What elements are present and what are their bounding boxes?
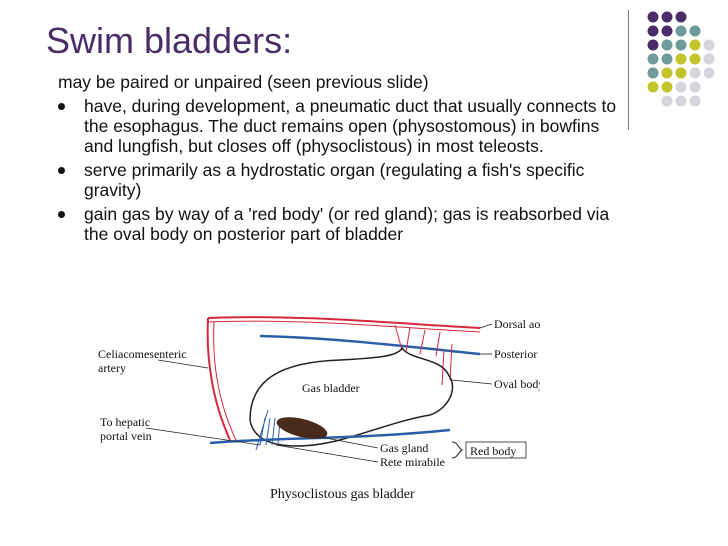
bullet-list: have, during development, a pneumatic du… [58,96,628,244]
celiaco-artery-vessel [206,317,231,441]
dot [647,25,659,37]
dot [689,39,701,51]
posterior-cardinal-label: Posterior cardinal vien [494,347,540,361]
oval-body-label: Oval body [494,377,540,391]
dot [647,11,659,23]
dot [689,95,701,107]
dot [661,67,673,79]
leader-line [275,444,379,463]
hepatic-label-line1: To hepatic [100,415,150,429]
dot [675,95,687,107]
dorsal-aorta-vessel [207,316,481,329]
leader-line [451,379,493,385]
dot [675,81,687,93]
leader-line [157,359,209,369]
lead-text: may be paired or unpaired (seen previous… [58,72,429,92]
bullet-text: have, during development, a pneumatic du… [84,96,617,156]
dot [689,81,701,93]
leader-line [479,323,493,329]
dot [661,11,673,23]
dot [647,39,659,51]
leader-line [145,427,261,446]
rete-mirabile-vessels [255,409,281,451]
celiaco-label-line2: artery [98,361,126,375]
bullet-text: serve primarily as a hydrostatic organ (… [84,160,585,200]
dot [703,53,715,65]
list-item: gain gas by way of a 'red body' (or red … [58,204,628,244]
list-item: have, during development, a pneumatic du… [58,96,628,156]
dot [703,67,715,79]
bullet-text: gain gas by way of a 'red body' (or red … [84,204,610,244]
dot [661,81,673,93]
dot [647,81,659,93]
dot [675,39,687,51]
dorsal-aorta-vessel-inner [207,320,481,333]
title-divider-line [628,10,629,130]
diagram-caption: Physoclistous gas bladder [270,487,415,502]
gas-bladder-label: Gas bladder [302,381,360,395]
dot [689,67,701,79]
bullet-icon [58,211,65,218]
oval-body-vessels [394,324,453,386]
slide-body: may be paired or unpaired (seen previous… [58,72,628,248]
red-body-label: Red body [470,444,516,458]
bullet-icon [58,103,65,110]
dot [675,11,687,23]
dot [675,25,687,37]
dot [703,39,715,51]
dot [689,53,701,65]
dot [661,25,673,37]
celiaco-artery-vessel-inner [213,321,237,441]
dorsal-aorta-label: Dorsal aorta [494,317,540,331]
celiaco-label-line1: Celiacomesenteric [98,347,187,361]
gas-bladder-diagram: Dorsal aorta Posterior cardinal vien Ova… [98,316,540,502]
dot [689,25,701,37]
dot [661,39,673,51]
gas-gland-label: Gas gland [380,441,428,455]
dot [647,67,659,79]
slide-title: Swim bladders: [46,20,293,61]
dot [661,95,673,107]
rete-mirabile-label: Rete mirabile [380,455,445,469]
dot [647,53,659,65]
red-body-brace [451,441,464,459]
dot [661,53,673,65]
decorative-dot-grid [647,11,715,107]
gas-bladder-outline [249,346,454,447]
dot [675,53,687,65]
red-body-box [465,441,527,459]
list-item: serve primarily as a hydrostatic organ (… [58,160,628,200]
dot [675,67,687,79]
posterior-cardinal-vessel [259,334,481,356]
hepatic-label-line2: portal vein [100,429,152,443]
gas-gland-body [276,417,328,439]
bullet-icon [58,167,65,174]
leader-line [309,434,379,449]
